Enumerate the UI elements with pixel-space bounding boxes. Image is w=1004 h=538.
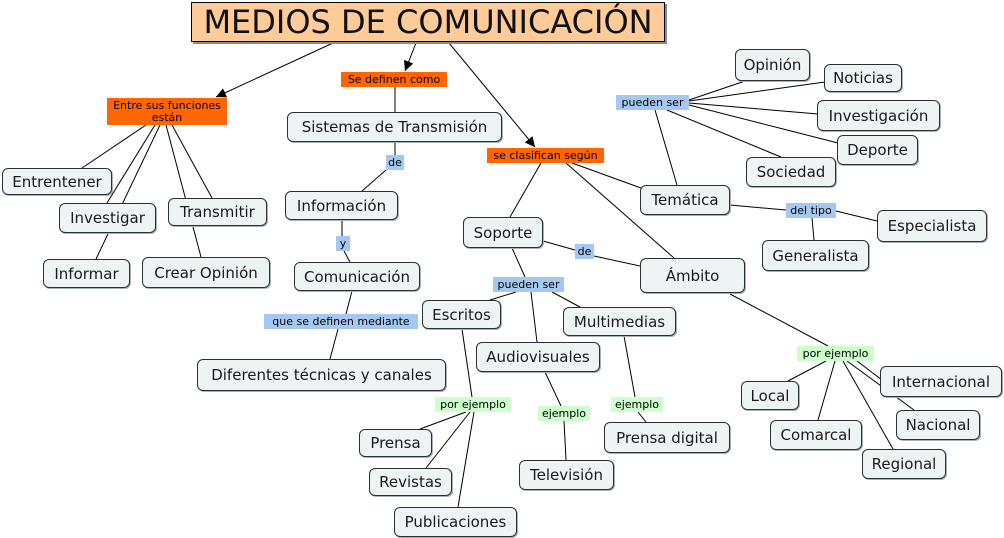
concept-prensa-digital: Prensa digital [604,422,730,453]
link-ejemplo-audiovisuales: ejemplo [538,406,590,421]
edge-por-ejemplo-revistas [425,411,471,469]
concept-investigacion: Investigación [817,100,940,131]
concept-soporte: Soporte [463,217,543,248]
concept-tecnicas-canales: Diferentes técnicas y canales [197,359,446,391]
concept-prensa: Prensa [359,429,432,457]
edge-funciones-informar [95,124,161,260]
edge-pueden-ser-escritos [489,291,517,301]
concept-regional: Regional [862,449,946,479]
edge-del-tipo-especialista [835,210,878,222]
edge-soporte-pueden-ser [511,247,526,278]
edge-title-funciones [215,42,334,98]
edge-ejemplo-television [563,420,567,461]
link-funciones: Entre sus funciones están [107,98,227,125]
link-pueden-ser-soporte: pueden ser [493,277,564,292]
concept-deporte: Deporte [837,135,918,165]
edge-pueden-ser-audiovisuales [530,291,538,343]
edge-pueden-ser-noticias [688,81,826,102]
edge-pueden-ser-sociedad [666,109,782,158]
concept-especialista: Especialista [877,210,987,242]
edge-de-informacion [361,169,387,192]
edge-escritos-por-ejemplo [461,328,473,398]
concept-sistemas-transmision: Sistemas de Transmisión [287,112,502,142]
concept-transmitir: Transmitir [168,198,267,226]
concept-opinion: Opinión [735,49,810,81]
concept-informar: Informar [43,259,130,288]
edge-title-clasifican [448,42,536,148]
link-del-tipo: del tipo [786,203,836,218]
edge-clasifican-ambito [565,162,675,259]
edge-soporte-de [542,240,576,251]
edge-funciones-entrentener [81,124,147,169]
link-de-soporte-ambito: de [575,244,594,259]
edge-por-ejemplo-comarcal [817,360,836,421]
concept-audiovisuales: Audiovisuales [476,342,600,372]
concept-escritos: Escritos [422,300,501,329]
concept-ambito: Ámbito [640,258,745,293]
concept-publicaciones: Publicaciones [394,507,517,537]
concept-informacion: Información [285,191,398,220]
edge-clasifican-tematica [571,162,642,189]
edge-de-ambito [593,255,641,267]
link-se-definen: Se definen como [341,72,447,87]
edge-por-ejemplo-prensa [419,411,467,430]
map-title: MEDIOS DE COMUNICACIÓN [191,2,665,42]
concept-tematica: Temática [640,185,730,215]
edge-ambito-por-ejemplo [729,293,829,347]
concept-local: Local [741,381,799,410]
edge-multimedias-ejemplo [623,335,636,398]
link-por-ejemplo-ambito: por ejemplo [797,346,874,361]
edge-pueden-ser-deporte [688,104,839,144]
edge-por-ejemplo-local [787,360,827,382]
edge-audiovisuales-ejemplo [544,371,562,407]
edge-por-ejemplo-regional [842,360,894,450]
link-ejemplo-multimedias: ejemplo [611,397,663,412]
concept-multimedias: Multimedias [563,307,676,336]
concept-revistas: Revistas [369,468,452,496]
link-clasifican: se clasifican según [487,148,604,163]
edge-funciones-investigar [106,124,156,204]
concept-entrentener: Entrentener [2,168,112,195]
link-definen-mediante: que se definen mediante [264,314,418,329]
link-pueden-ser-tematica: pueden ser [616,95,689,110]
edge-pueden-ser-multimedias [551,291,581,308]
edge-pueden-ser-investigacion [688,102,819,115]
concept-television: Televisión [519,460,614,490]
concept-noticias: Noticias [824,64,902,92]
edge-por-ejemplo-publicaciones [457,411,475,508]
edge-y-comunicacion [343,250,351,263]
concept-comarcal: Comarcal [770,420,862,450]
concept-crear-opinion: Crear Opinión [142,257,270,288]
edge-title-se-definen [404,42,417,72]
edge-funciones-transmitir [171,124,213,199]
concept-nacional: Nacional [896,410,980,440]
concept-generalista: Generalista [762,240,869,271]
link-por-ejemplo-escritos: por ejemplo [435,397,511,412]
edge-funciones-crear-opinion [165,124,202,258]
edge-por-ejemplo-internacional [856,360,883,381]
edge-tematica-pueden-ser [654,109,678,186]
edge-mediante-tecnicas [329,328,339,360]
edge-comunicacion-mediante [345,290,353,315]
concept-investigar: Investigar [59,203,156,233]
concept-sociedad: Sociedad [746,157,836,187]
concept-comunicacion: Comunicación [294,262,420,291]
link-y: y [336,236,350,251]
edge-tematica-del-tipo [729,204,787,211]
edge-clasifican-soporte [509,162,542,218]
edge-pueden-ser-opinion [688,80,746,101]
edge-ejemplo-prensa-digital [637,411,647,423]
link-de-sistemas: de [386,155,404,170]
edge-del-tipo-generalista [811,217,815,241]
concept-internacional: Internacional [880,366,1002,397]
